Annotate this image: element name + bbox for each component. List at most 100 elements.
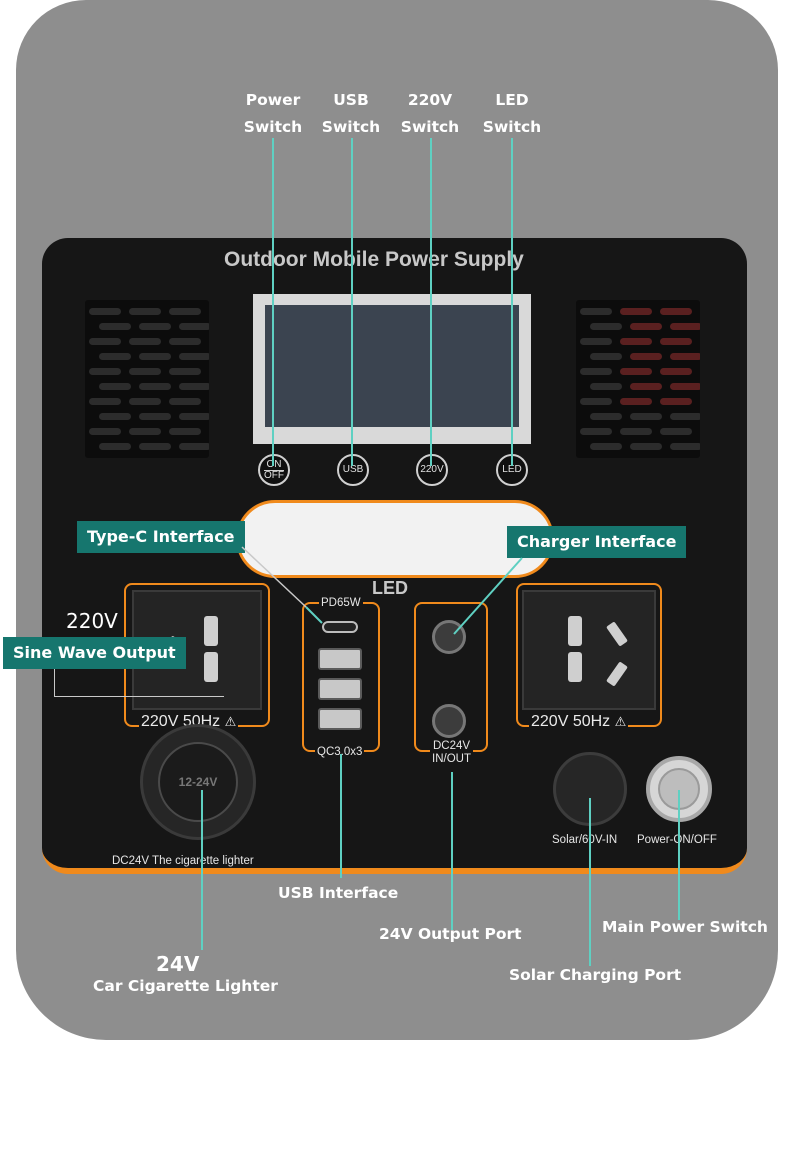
vent-slot <box>139 323 171 330</box>
usb-switch-leader <box>351 138 353 466</box>
left-vent <box>85 300 209 458</box>
vent-slot <box>590 413 622 420</box>
car-lighter-leader <box>201 790 203 950</box>
vent-slot <box>620 338 652 345</box>
pd65w-label: PD65W <box>319 597 363 609</box>
vent-slot <box>580 398 612 405</box>
24v-output-callout: 24V Output Port <box>379 925 522 943</box>
vent-slot <box>580 428 612 435</box>
right-ac-socket[interactable] <box>522 590 656 710</box>
vent-slot <box>129 398 161 405</box>
warning-triangle-icon: ⚠ <box>614 714 627 729</box>
vent-slot <box>129 338 161 345</box>
right-socket-label: 220V 50Hz ⚠ <box>529 713 629 731</box>
vent-slot <box>630 353 662 360</box>
vent-slot <box>179 353 209 360</box>
vent-slot <box>169 428 201 435</box>
vent-slot <box>139 353 171 360</box>
sine-voltage-label: 220V <box>66 609 118 633</box>
vent-slot <box>660 428 692 435</box>
qc3-label: QC3.0x3 <box>315 746 365 758</box>
type-c-callout: Type-C Interface <box>77 521 245 553</box>
vent-slot <box>590 323 622 330</box>
usb-c-port-icon[interactable] <box>322 621 358 633</box>
cigarette-lighter-cap: 12-24V <box>158 742 238 822</box>
ac-socket-holes-icon <box>568 616 628 686</box>
vent-slot <box>99 383 131 390</box>
main-switch-leader <box>678 790 680 920</box>
vent-slot <box>169 368 201 375</box>
vent-slot <box>660 338 692 345</box>
vent-slot <box>129 428 161 435</box>
vent-slot <box>580 368 612 375</box>
car-lighter-callout: Car Cigarette Lighter <box>93 977 278 995</box>
vent-slot <box>620 398 652 405</box>
vent-slot <box>670 383 700 390</box>
dc-jack-icon[interactable] <box>432 704 466 738</box>
vent-slot <box>169 308 201 315</box>
vent-slot <box>89 428 121 435</box>
vent-slot <box>89 398 121 405</box>
power-switch-leader <box>272 138 274 466</box>
vent-slot <box>670 353 700 360</box>
vent-slot <box>129 368 161 375</box>
vent-slot <box>580 308 612 315</box>
lcd-screen <box>265 305 519 427</box>
vent-slot <box>580 338 612 345</box>
usb-a-port-icon[interactable] <box>318 678 362 700</box>
24v-output-leader <box>451 772 453 930</box>
led-bar-label: LED <box>372 578 408 598</box>
vent-slot <box>590 383 622 390</box>
power-button-label: Power-ON/OFF <box>637 834 717 846</box>
solar-port-callout: Solar Charging Port <box>509 966 682 984</box>
vent-slot <box>179 413 209 420</box>
vent-slot <box>590 353 622 360</box>
vent-slot <box>89 338 121 345</box>
vent-slot <box>169 398 201 405</box>
vent-slot <box>630 413 662 420</box>
vent-slot <box>139 413 171 420</box>
vent-slot <box>670 413 700 420</box>
vent-slot <box>89 368 121 375</box>
vent-slot <box>99 353 131 360</box>
vent-slot <box>620 428 652 435</box>
vent-slot <box>620 308 652 315</box>
vent-slot <box>620 368 652 375</box>
usb-a-port-icon[interactable] <box>318 708 362 730</box>
vent-slot <box>660 398 692 405</box>
vent-slot <box>179 383 209 390</box>
vent-slot <box>670 323 700 330</box>
usb-toggle-button[interactable]: USB <box>337 454 369 486</box>
cigarette-lighter-label: DC24V The cigarette lighter <box>112 855 254 867</box>
usb-interface-callout: USB Interface <box>278 884 399 902</box>
vent-slot <box>630 443 662 450</box>
solar-input-label: Solar/60V-IN <box>552 834 618 846</box>
vent-slot <box>169 338 201 345</box>
220v-toggle-button[interactable]: 220V <box>416 454 448 486</box>
charger-leader <box>453 557 523 635</box>
led-light-bar <box>236 500 554 578</box>
vent-slot <box>139 443 171 450</box>
vent-slot <box>630 323 662 330</box>
usb-a-port-icon[interactable] <box>318 648 362 670</box>
solar-port-leader <box>589 798 591 966</box>
charger-callout: Charger Interface <box>507 526 687 558</box>
vent-slot <box>670 443 700 450</box>
220v-switch-leader <box>430 138 432 466</box>
main-switch-callout: Main Power Switch <box>602 918 768 936</box>
led-switch-leader <box>511 138 513 466</box>
vent-slot <box>89 308 121 315</box>
vent-slot <box>660 308 692 315</box>
vent-slot <box>99 443 131 450</box>
vent-slot <box>99 323 131 330</box>
type-c-leader <box>241 546 323 624</box>
vent-slot <box>179 323 209 330</box>
sine-wave-callout: Sine Wave Output <box>3 637 186 669</box>
usb-interface-leader <box>340 754 342 878</box>
